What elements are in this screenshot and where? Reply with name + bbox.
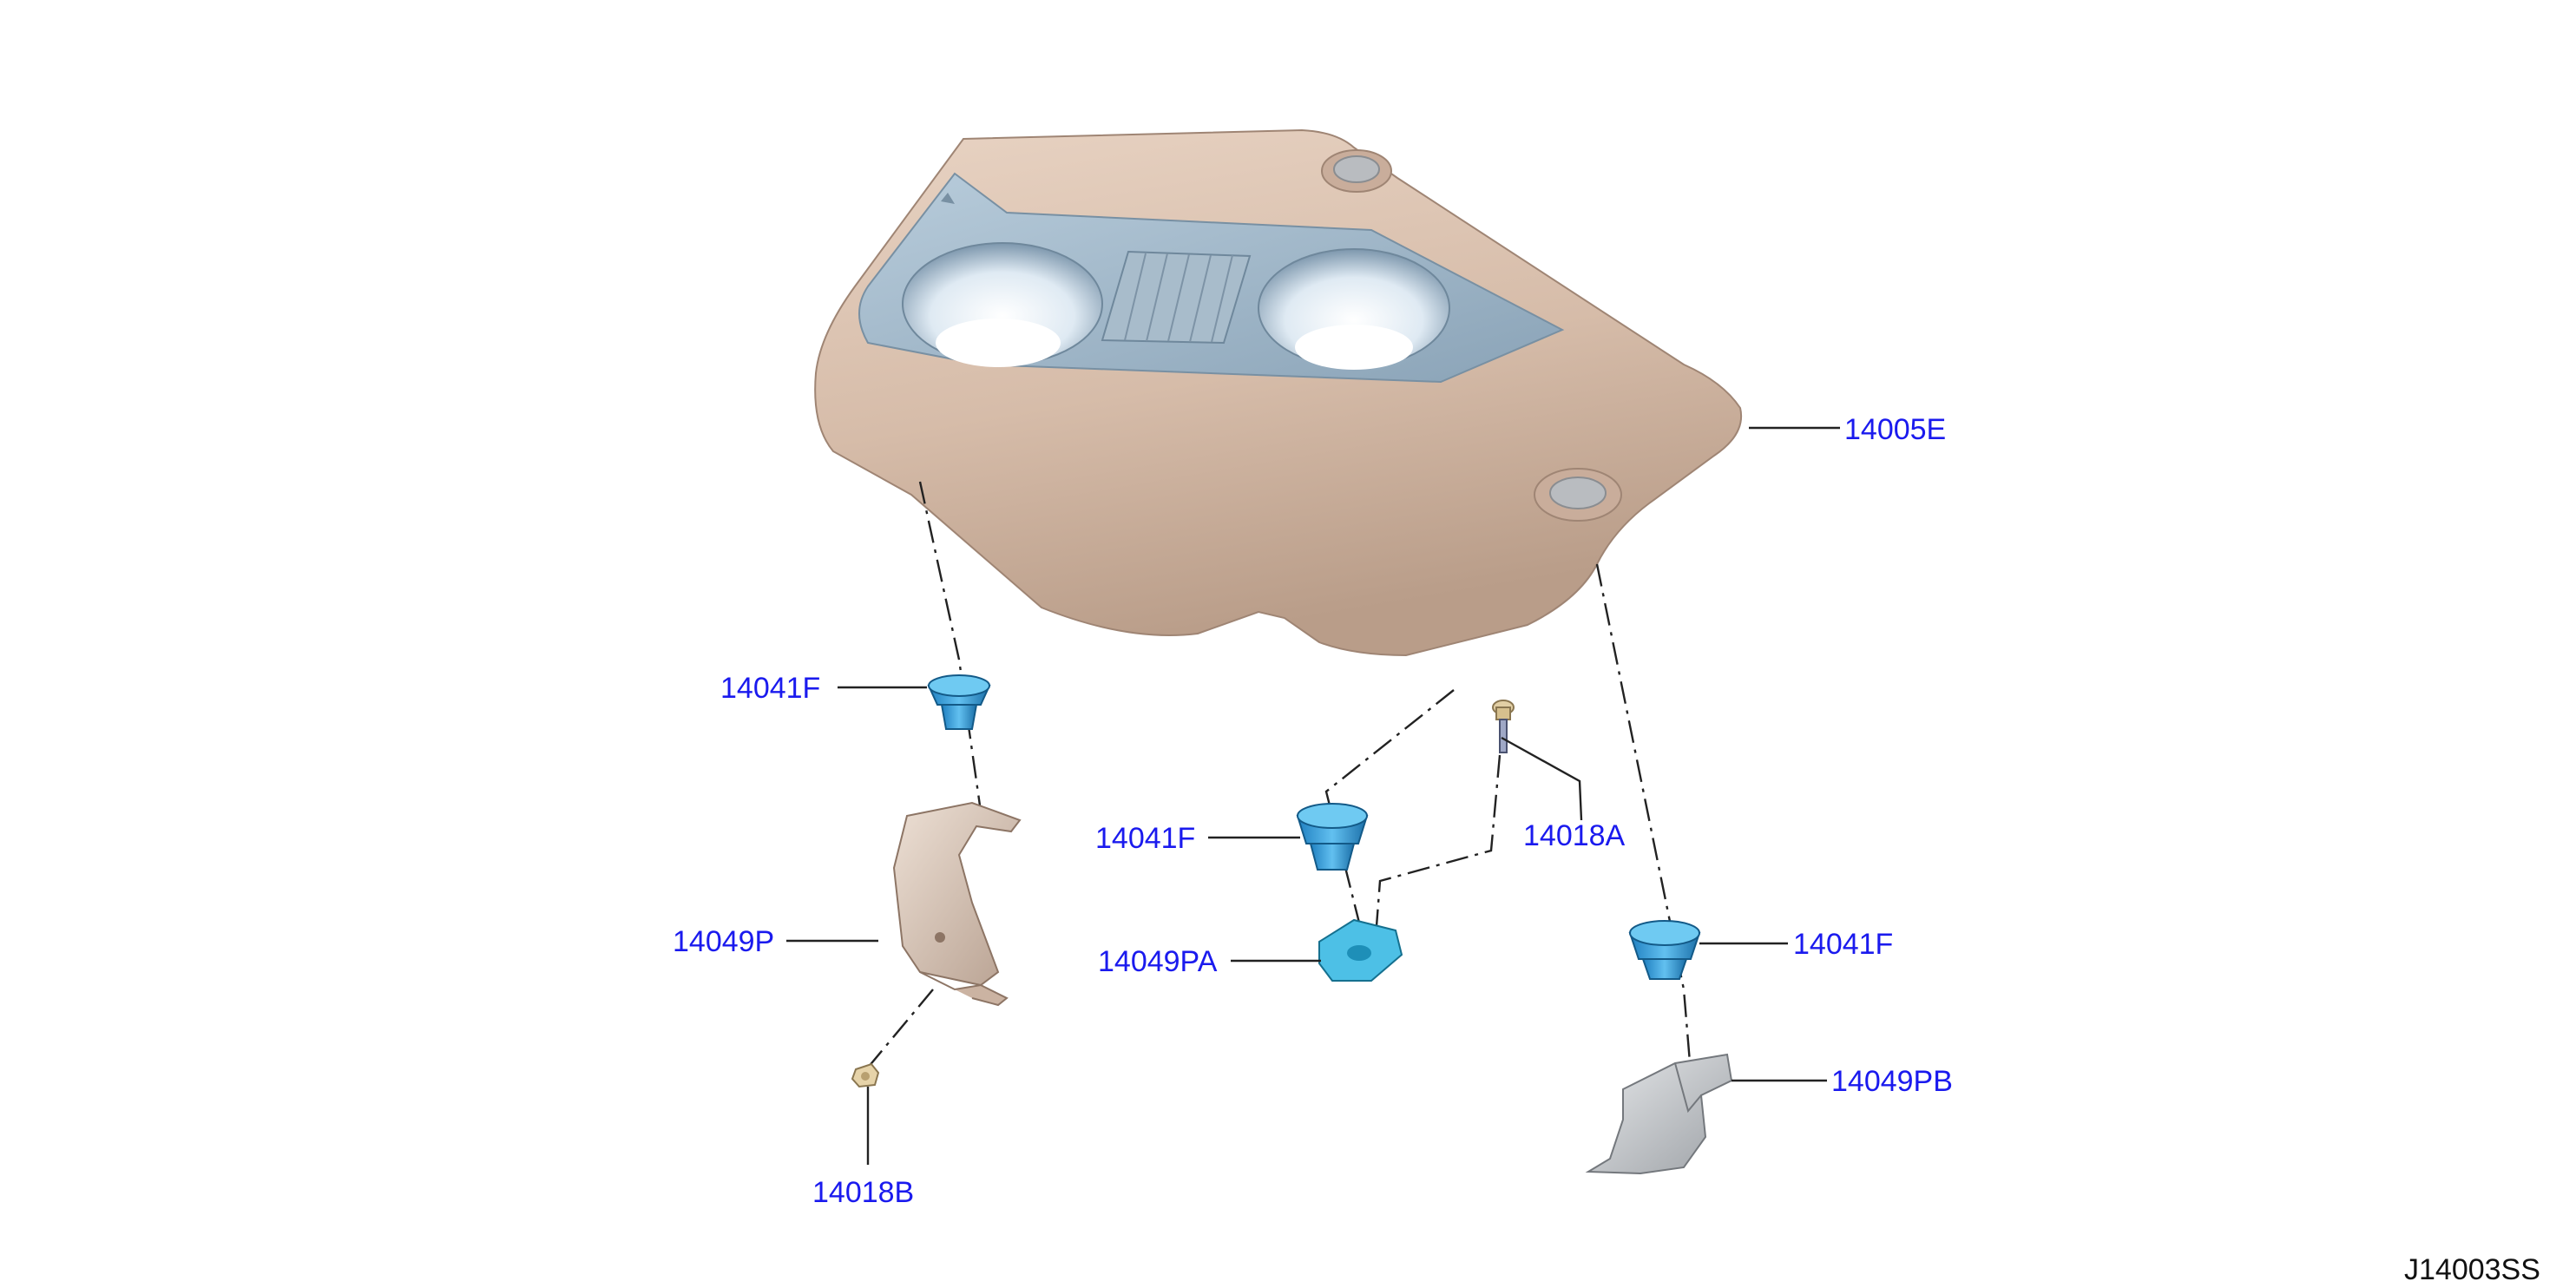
grommet-left [927, 674, 991, 730]
callout-14049pa: 14049PA [1098, 945, 1218, 978]
callout-14049p: 14049P [673, 925, 774, 958]
callout-14005e: 14005E [1844, 413, 1946, 446]
assembly-lines [867, 481, 1694, 1094]
nut [851, 1062, 880, 1088]
cover-arrow-mark [941, 193, 955, 204]
engine-cover [814, 128, 1743, 657]
cover-ribbed-panel [1101, 250, 1252, 345]
bracket-right [1585, 1053, 1733, 1175]
callout-14018b: 14018B [812, 1176, 914, 1209]
callout-14041f-left: 14041F [720, 672, 820, 705]
callout-14018a: 14018A [1523, 819, 1626, 852]
cover-left-cup-opening [936, 319, 1061, 367]
diagram-id: J14003SS [2404, 1253, 2540, 1286]
cover-rear-grommet-boss [1321, 149, 1392, 193]
callout-14041f-right: 14041F [1793, 928, 1893, 961]
cover-front-grommet-boss [1534, 468, 1622, 522]
callout-14049pb: 14049PB [1831, 1065, 1953, 1098]
grommet-right [1628, 920, 1701, 980]
bracket-center [1318, 918, 1403, 982]
cover-right-cup-opening [1295, 325, 1413, 370]
grommet-center [1296, 803, 1369, 871]
bracket-left [892, 801, 1022, 1007]
leader-lines [786, 426, 1840, 1165]
bolt [1492, 700, 1515, 753]
callout-14041f-center: 14041F [1095, 822, 1195, 855]
